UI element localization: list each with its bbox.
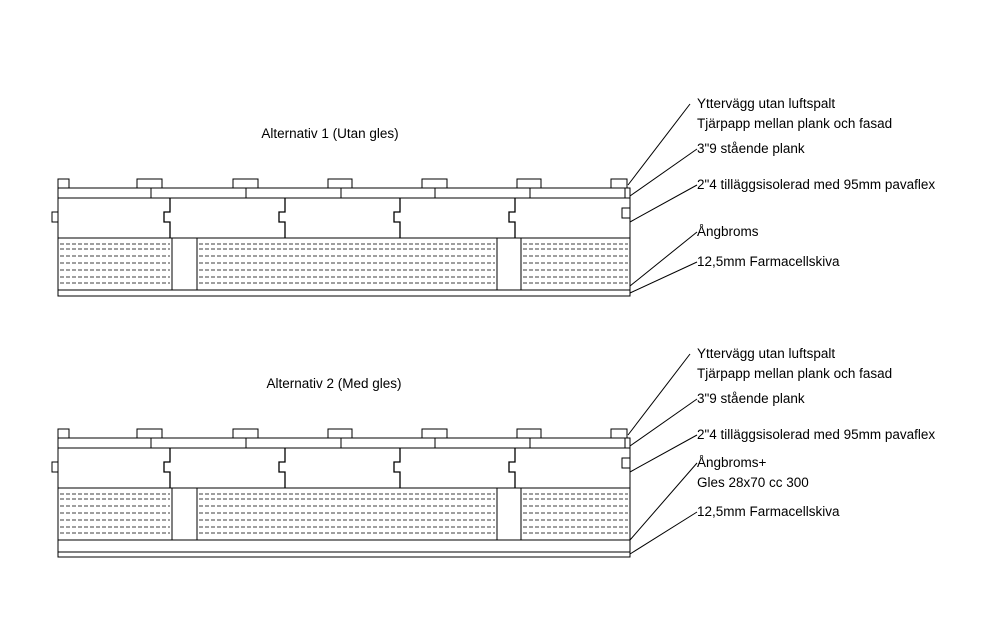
- layer-label: Yttervägg utan luftspalt: [697, 96, 835, 111]
- leader-line: [629, 398, 698, 447]
- plank-joint: [393, 448, 401, 488]
- layer-label: Yttervägg utan luftspalt: [697, 346, 835, 361]
- diagram-title: Alternativ 1 (Utan gles): [261, 126, 398, 141]
- layer-label: 2"4 tilläggsisolerad med 95mm pavaflex: [697, 177, 935, 192]
- cladding-batten: [136, 178, 163, 189]
- plank-tongue-left: [51, 211, 58, 223]
- cladding-batten: [136, 428, 163, 439]
- cladding-batten: [610, 178, 628, 189]
- leader-line: [629, 511, 698, 555]
- plank-joint: [508, 198, 516, 238]
- leader-line: [629, 231, 698, 287]
- layer-label: 2"4 tilläggsisolerad med 95mm pavaflex: [697, 427, 935, 442]
- diagram-title: Alternativ 2 (Med gles): [266, 376, 401, 391]
- layer-label: Ångbroms: [697, 224, 759, 239]
- leader-line: [629, 261, 698, 294]
- leader-line: [629, 148, 698, 197]
- cladding-batten: [421, 428, 448, 439]
- cladding-batten: [57, 428, 70, 439]
- cladding-batten: [232, 178, 259, 189]
- diagram-alternativ-2: Alternativ 2 (Med gles) Yttervägg utan lu…: [51, 346, 935, 558]
- cladding-batten: [610, 428, 628, 439]
- insulation-layer: [57, 237, 631, 291]
- leader-line: [629, 434, 698, 473]
- plank-layer: [57, 197, 631, 239]
- gles-batten-layer: [57, 539, 631, 553]
- layer-label: Gles 28x70 cc 300: [697, 475, 809, 490]
- diagram-alternativ-1: Alternativ 1 (Utan gles) Yttervägg utan l…: [51, 96, 935, 297]
- plank-groove-right: [621, 207, 630, 219]
- plank-tongue-left: [51, 461, 58, 473]
- layer-label: 12,5mm Farmacellskiva: [697, 504, 840, 519]
- cladding-batten: [327, 178, 353, 189]
- stud: [171, 237, 198, 291]
- layer-label: 3"9 stående plank: [697, 391, 805, 406]
- plank-layer: [57, 447, 631, 489]
- cladding-batten: [516, 178, 542, 189]
- insulation-layer: [57, 487, 631, 541]
- plank-joint: [278, 448, 286, 488]
- plank-joint: [393, 198, 401, 238]
- leader-line: [627, 353, 691, 436]
- plank-joint: [163, 448, 171, 488]
- plank-joint: [508, 448, 516, 488]
- cladding-board: [57, 187, 631, 199]
- stud: [171, 487, 198, 541]
- cladding-batten: [57, 178, 70, 189]
- cladding-batten: [421, 178, 448, 189]
- farmacell-board: [57, 289, 631, 297]
- leader-line: [629, 184, 698, 223]
- plank-joint: [278, 198, 286, 238]
- layer-label: Tjärpapp mellan plank och fasad: [697, 366, 892, 381]
- cladding-batten: [232, 428, 259, 439]
- leader-line: [627, 103, 691, 186]
- layer-label: 3"9 stående plank: [697, 141, 805, 156]
- leader-line: [629, 462, 698, 541]
- cladding-board: [57, 437, 631, 449]
- stud: [496, 487, 522, 541]
- cladding-batten: [327, 428, 353, 439]
- cladding-batten: [516, 428, 542, 439]
- layer-label: Tjärpapp mellan plank och fasad: [697, 116, 892, 131]
- plank-joint: [163, 198, 171, 238]
- layer-label: 12,5mm Farmacellskiva: [697, 254, 840, 269]
- plank-groove-right: [621, 457, 630, 469]
- stud: [496, 237, 522, 291]
- layer-label: Ångbroms+: [697, 455, 767, 470]
- farmacell-board: [57, 551, 631, 558]
